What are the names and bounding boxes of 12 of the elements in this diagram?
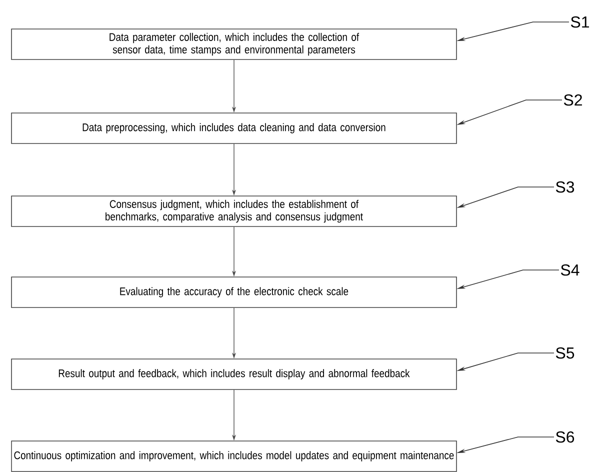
step-label: S6 bbox=[556, 431, 574, 443]
process-box: Continuous optimization and improvement, which includes model updates and equipment maintenance bbox=[11, 440, 457, 472]
step-label: S3 bbox=[556, 181, 574, 193]
step-label: S5 bbox=[556, 347, 574, 359]
step-label: S2 bbox=[564, 94, 582, 106]
step-label: S1 bbox=[570, 16, 589, 28]
process-box: Evaluating the accuracy of the electronic check scale bbox=[11, 276, 457, 308]
step-label: S4 bbox=[560, 264, 580, 276]
process-box: Data preprocessing, which includes data cleaning and data conversion bbox=[11, 112, 457, 144]
process-box: Consensus judgment, which includes the establishment of benchmarks, comparative analysis and consensus judgment bbox=[11, 196, 457, 227]
process-box: Data parameter collection, which includes the collection of sensor data, time stamps and environmental parameters bbox=[11, 28, 457, 60]
process-box: Result output and feedback, which includes result display and abnormal feedback bbox=[11, 358, 457, 390]
